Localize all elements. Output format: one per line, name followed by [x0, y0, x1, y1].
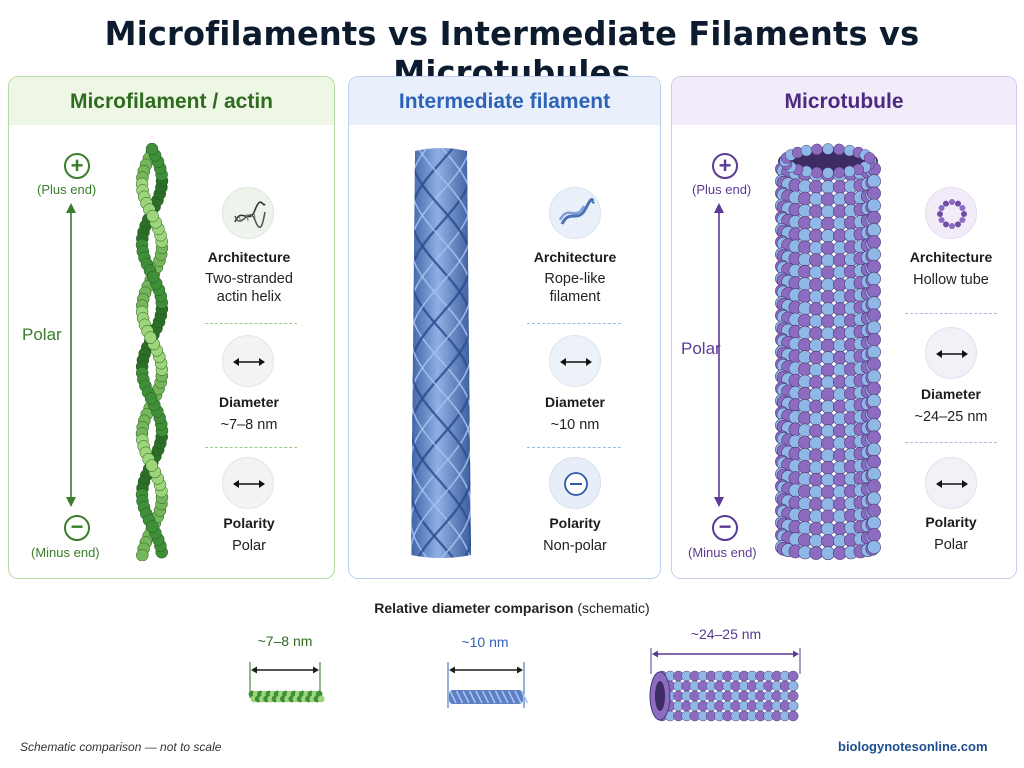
- intermediate-scale: [447, 662, 528, 708]
- plus-icon: +: [64, 153, 90, 179]
- diameter-label: Diameter: [545, 394, 605, 410]
- microtubule-illustration: [775, 143, 881, 561]
- double-arrow-icon: [925, 457, 977, 509]
- architecture-label: Architecture: [207, 249, 291, 265]
- polarity-label: Polarity: [223, 515, 275, 531]
- architecture-value: Hollow tube: [913, 272, 989, 288]
- architecture-value-line2: actin helix: [216, 289, 282, 305]
- plus-end-label: (Plus end): [37, 182, 97, 197]
- plus-end-label: (Plus end): [692, 182, 752, 197]
- microtubule-diameter-label: ~24–25 nm: [690, 626, 762, 642]
- diameter-value: ~10 nm: [550, 417, 600, 433]
- microfilament-diameter-label: ~7–8 nm: [257, 633, 313, 649]
- rope-icon: [549, 187, 601, 239]
- microfilament-panel: Microfilament / actin + (Plus end) Polar…: [8, 76, 335, 579]
- actin-filament-illustration: [135, 143, 169, 561]
- site-credit: biologynotesonline.com: [838, 739, 988, 754]
- comparison-title: Relative diameter comparison (schematic): [0, 600, 1024, 616]
- polarity-label: Polarity: [925, 514, 977, 530]
- polar-side-label: Polar: [22, 325, 62, 344]
- diameter-value: ~24–25 nm: [914, 409, 988, 425]
- microfilament-scale: [248, 662, 325, 703]
- architecture-label: Architecture: [909, 249, 993, 265]
- polarity-value: Non-polar: [543, 538, 607, 554]
- minus-end-label: (Minus end): [688, 545, 757, 560]
- minus-end-label: (Minus end): [31, 545, 100, 560]
- minus-icon: −: [712, 515, 738, 541]
- microfilament-heading: Microfilament / actin: [9, 77, 334, 125]
- diameter-label: Diameter: [921, 386, 981, 402]
- polarity-value: Polar: [934, 537, 968, 553]
- polar-side-label: Polar: [681, 339, 721, 358]
- footnote: Schematic comparison — not to scale: [20, 740, 222, 754]
- comparison-title-text: Relative diameter comparison: [374, 600, 574, 616]
- double-arrow-icon: [222, 457, 274, 509]
- minus-icon: −: [64, 515, 90, 541]
- polarity-label: Polarity: [549, 515, 601, 531]
- divider: [905, 442, 997, 443]
- intermediate-filament-panel: Intermediate filament Architecture Rope-…: [348, 76, 661, 579]
- architecture-label: Architecture: [533, 249, 617, 265]
- architecture-value-line1: Rope-like: [544, 271, 606, 287]
- architecture-value-line1: Two-stranded: [205, 271, 293, 287]
- plus-icon: +: [712, 153, 738, 179]
- ring-icon: [925, 187, 977, 239]
- architecture-value-line2: filament: [549, 289, 601, 305]
- diameter-label: Diameter: [219, 394, 279, 410]
- microtubule-heading: Microtubule: [672, 77, 1016, 125]
- rope-filament-illustration: [411, 148, 471, 558]
- divider: [905, 313, 997, 314]
- minus-circle-icon: [549, 457, 601, 509]
- double-arrow-icon: [222, 335, 274, 387]
- diameter-value: ~7–8 nm: [220, 417, 278, 433]
- polarity-arrow: [66, 203, 76, 507]
- comparison-subtitle: (schematic): [577, 600, 650, 616]
- page-title: Microfilaments vs Intermediate Filaments…: [104, 14, 920, 92]
- intermediate-filament-heading: Intermediate filament: [349, 77, 660, 125]
- divider: [205, 323, 297, 324]
- polarity-arrow: [714, 203, 724, 507]
- polarity-value: Polar: [232, 538, 266, 554]
- divider: [527, 323, 621, 324]
- microtubule-scale: [649, 648, 801, 722]
- helix-icon: [222, 187, 274, 239]
- intermediate-diameter-label: ~10 nm: [461, 634, 509, 650]
- microtubule-panel: Microtubule + (Plus end) Polar − (Minus …: [671, 76, 1017, 579]
- double-arrow-icon: [925, 327, 977, 379]
- divider: [205, 447, 297, 448]
- divider: [527, 447, 621, 448]
- double-arrow-icon: [549, 335, 601, 387]
